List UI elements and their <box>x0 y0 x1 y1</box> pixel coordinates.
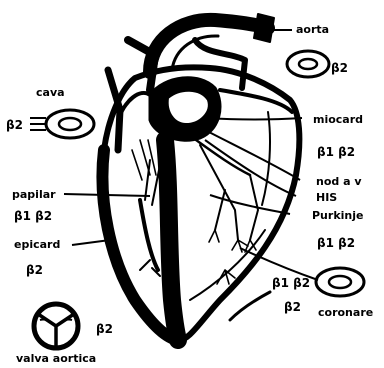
papillary-muscle-1 <box>140 200 158 270</box>
aorta-end-cap <box>254 14 274 42</box>
cava-section-icon <box>30 110 94 138</box>
label-cava-beta: β2 <box>6 118 23 132</box>
coronary-vessel <box>230 292 270 320</box>
label-papilar: papilar <box>12 188 56 201</box>
valve-aortica-icon <box>34 304 78 348</box>
leader-epicard <box>72 240 110 245</box>
right-wall-inner <box>262 112 270 205</box>
purkinje-fan-4 <box>217 270 235 284</box>
label-cava: cava <box>36 86 65 99</box>
coronare-section-icon <box>316 268 364 296</box>
aortic-arch <box>150 20 268 72</box>
leader-papilar <box>64 194 150 196</box>
label-coronare: coronare <box>318 306 373 319</box>
label-his: HIS <box>316 191 337 204</box>
label-nod-av: nod a v <box>316 175 362 188</box>
label-coronare-beta-bottom: β2 <box>284 300 301 314</box>
label-aorta-beta: β2 <box>331 61 348 75</box>
label-epicard-beta: β2 <box>26 263 43 277</box>
purkinje-fan-3 <box>209 230 219 242</box>
leader-miocard <box>205 118 302 120</box>
label-papilar-beta: β1 β2 <box>14 209 52 223</box>
his-branch-c <box>215 190 225 230</box>
heart-illustration <box>102 14 299 340</box>
label-right-beta-mid: β1 β2 <box>317 236 355 250</box>
label-miocard-beta: β1 β2 <box>317 145 355 159</box>
label-purkinje: Purkinje <box>312 209 363 222</box>
label-miocard: miocard <box>313 113 363 126</box>
leader-his <box>205 140 296 196</box>
label-aorta: aorta <box>296 23 329 36</box>
chordae <box>132 140 156 180</box>
label-valve-aortica: valva aortica <box>16 352 96 365</box>
septum <box>165 140 178 340</box>
cava-arrow-lines <box>30 118 46 130</box>
aorta-section-icon <box>287 51 329 77</box>
label-valve-beta: β2 <box>96 322 113 336</box>
label-coronare-beta-top: β1 β2 <box>272 276 310 290</box>
label-epicard: epicard <box>14 238 60 251</box>
his-bundle <box>196 140 250 175</box>
